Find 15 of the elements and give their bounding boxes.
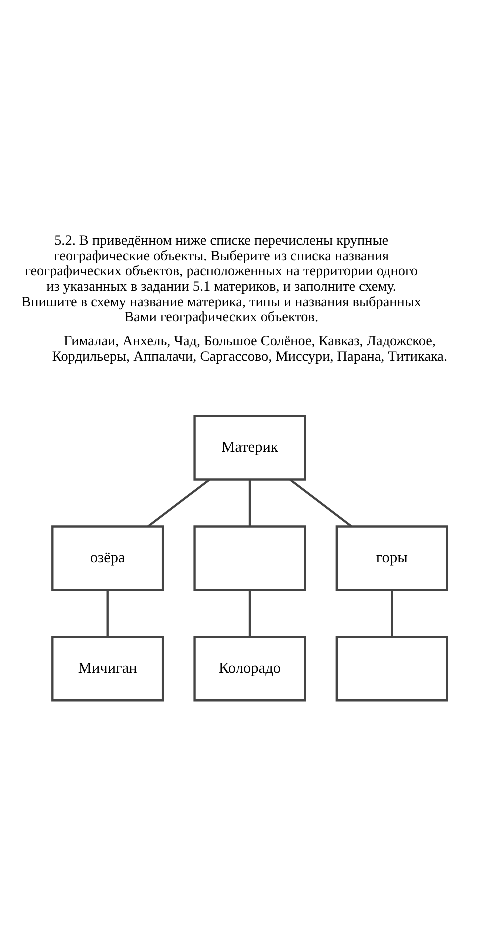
connector (391, 590, 394, 637)
connector (248, 479, 252, 526)
node-box (336, 636, 448, 702)
diagram-title: 5.2. В приведённом ниже списке перечислены крупные географические объекты. Выберите из списка названия географических объектов, расположенных на территории одного из указанных в задании 5.1 материков, и заполните схему. Впишите в схему название материка, типы и названия выбранных Вами географических объектов. (22, 232, 422, 326)
connector (248, 590, 252, 637)
node-box (194, 525, 306, 591)
label: Гималаи, Анхель, Чад, Большое Солёное, Кавказ, Ладожское, Кордильеры, Аппалачи, Саргассово, Миссури, Парана, Титикака. (52, 333, 448, 365)
node-box: озёра (52, 525, 164, 591)
connector (290, 478, 352, 527)
node-box: Материк (194, 414, 306, 480)
node-box: горы (336, 525, 448, 591)
connector (106, 590, 109, 637)
node-box: Колорадо (194, 636, 306, 702)
connector (148, 478, 210, 527)
node-box: Мичиган (52, 636, 164, 702)
